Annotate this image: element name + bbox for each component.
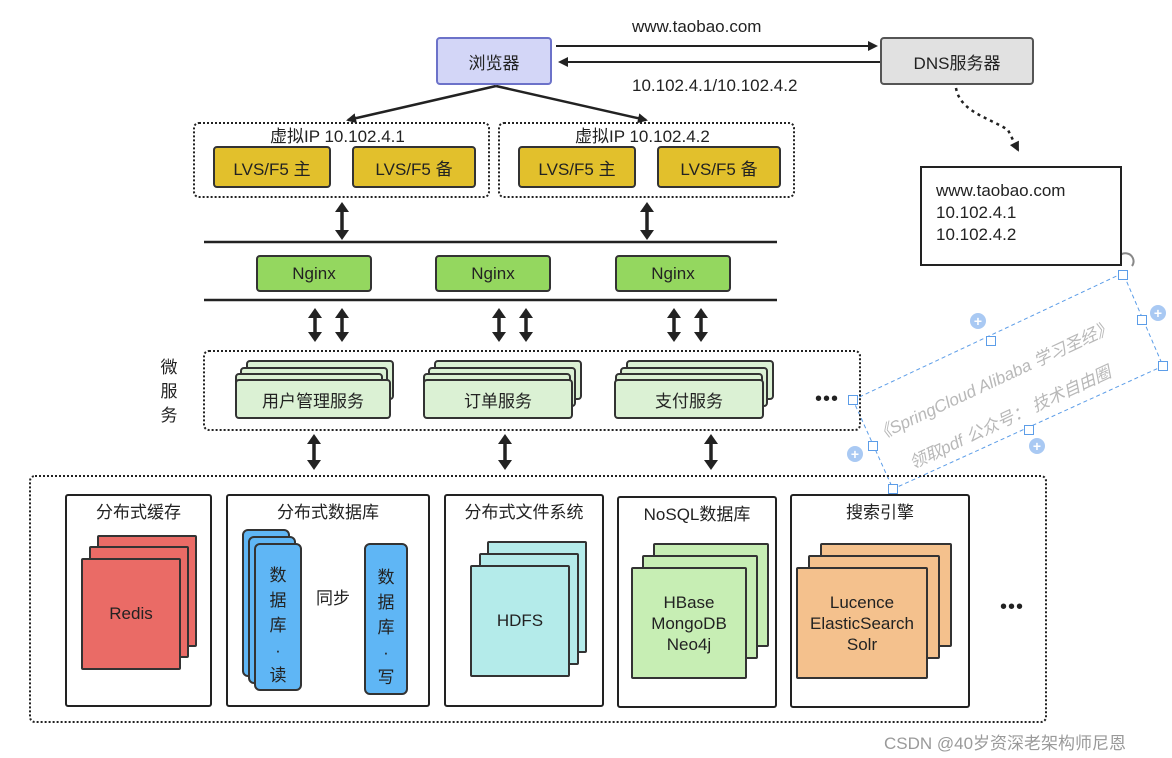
microservice-label-char: 务: [160, 406, 178, 425]
lvs-group-1: [193, 122, 490, 198]
service-user-management: 用户管理服务: [235, 379, 391, 419]
selection-handle[interactable]: [888, 484, 898, 494]
nginx-service-arrows-1: [308, 308, 349, 342]
cache-title: 分布式缓存: [96, 503, 181, 522]
db-read-char: 库: [269, 616, 287, 635]
db-read-node: 数 据 库 · 读: [254, 543, 302, 691]
hdfs-label: HDFS: [496, 611, 544, 630]
hdfs-card: HDFS: [470, 565, 570, 677]
response-ips-label: 10.102.4.1/10.102.4.2: [632, 76, 798, 95]
footer-credit: CSDN @40岁资深老架构师尼恩: [884, 734, 1127, 753]
db-write-char: 写: [377, 668, 395, 687]
selection-handle[interactable]: [868, 441, 878, 451]
request-domain-label: www.taobao.com: [632, 17, 762, 36]
db-write-node: 数 据 库 · 写: [364, 543, 408, 695]
lvs-backup-label: LVS/F5 备: [375, 159, 453, 179]
add-connection-icon[interactable]: +: [970, 313, 986, 329]
add-connection-icon[interactable]: +: [847, 446, 863, 462]
service-label: 用户管理服务: [262, 391, 364, 411]
service-storage-arrow-3: [704, 434, 718, 470]
redis-card: Redis: [81, 558, 181, 670]
microservice-label-char: 微: [160, 358, 178, 377]
lvs-backup-label: LVS/F5 备: [680, 159, 758, 179]
service-label: 支付服务: [655, 391, 723, 411]
nginx-label: Nginx: [292, 263, 336, 283]
browser-label: 浏览器: [468, 53, 520, 73]
search-title: 搜索引擎: [846, 503, 914, 522]
lvs2-bus-double-arrow: [640, 202, 654, 240]
db-read-char: 读: [269, 666, 287, 685]
lvs-master-label: LVS/F5 主: [233, 159, 311, 179]
db-write-char: 库: [377, 618, 395, 637]
service-order: 订单服务: [423, 379, 573, 419]
nginx-service-arrows-3: [667, 308, 708, 342]
service-payment: 支付服务: [614, 379, 764, 419]
sync-label: 同步: [316, 589, 350, 608]
search-line: Lucence: [829, 592, 895, 612]
lvs-group-1-master: LVS/F5 主: [213, 146, 331, 188]
lvs-group-2-backup: LVS/F5 备: [657, 146, 781, 188]
add-connection-icon[interactable]: +: [1029, 438, 1045, 454]
lvs1-bus-double-arrow: [335, 202, 349, 240]
lvs-group-1-backup: LVS/F5 备: [352, 146, 476, 188]
more-storage-ellipsis: •••: [1000, 596, 1025, 618]
add-connection-icon[interactable]: +: [1150, 305, 1166, 321]
dns-record-line: www.taobao.com: [936, 181, 1066, 200]
nginx-node-1: Nginx: [256, 255, 372, 292]
lvs-group-2: [498, 122, 795, 198]
browser-to-lvs1-arrow: [346, 84, 497, 124]
selection-handle[interactable]: [1024, 425, 1034, 435]
search-line: ElasticSearch: [810, 613, 914, 633]
nosql-line: MongoDB: [651, 613, 727, 633]
storage-group: [29, 475, 1047, 723]
selection-handle[interactable]: [1137, 315, 1147, 325]
lvs-group-2-title: 虚拟IP 10.102.4.2: [575, 127, 710, 146]
dns-record-link: [954, 87, 1020, 152]
nginx-node-3: Nginx: [615, 255, 731, 292]
lvs-group-1-title: 虚拟IP 10.102.4.1: [270, 127, 405, 146]
dns-record-line: 10.102.4.2: [936, 225, 1017, 244]
selection-handle[interactable]: [986, 336, 996, 346]
microservice-group: [203, 350, 861, 431]
dns-record-line: 10.102.4.1: [936, 203, 1017, 222]
filesystem-title: 分布式文件系统: [464, 503, 584, 522]
lvs-master-label: LVS/F5 主: [538, 159, 616, 179]
db-read-char: ·: [275, 641, 281, 660]
browser-to-lvs2-arrow: [495, 84, 648, 124]
selection-handle[interactable]: [1118, 270, 1128, 280]
nginx-label: Nginx: [471, 263, 515, 283]
microservice-side-label: 微 服 务: [158, 356, 180, 428]
database-title: 分布式数据库: [277, 503, 379, 522]
nginx-label: Nginx: [651, 263, 695, 283]
lvs-group-2-master: LVS/F5 主: [518, 146, 636, 188]
nginx-service-arrows-2: [492, 308, 533, 342]
service-storage-arrow-2: [498, 434, 512, 470]
search-line: Solr: [846, 634, 878, 654]
nosql-line: Neo4j: [666, 634, 712, 654]
nosql-card: HBase MongoDB Neo4j: [631, 567, 747, 679]
search-card: Lucence ElasticSearch Solr: [796, 567, 928, 679]
nosql-title: NoSQL数据库: [643, 505, 751, 524]
selection-handle[interactable]: [848, 395, 858, 405]
service-label: 订单服务: [464, 391, 532, 411]
redis-label: Redis: [109, 604, 153, 623]
db-read-char: 数: [269, 566, 287, 585]
selection-handle[interactable]: [1158, 361, 1168, 371]
db-write-char: 数: [377, 568, 395, 587]
nosql-line: HBase: [663, 592, 715, 612]
more-services-ellipsis: •••: [815, 388, 840, 410]
browser-node: 浏览器: [436, 37, 552, 85]
db-write-char: ·: [383, 643, 389, 662]
dns-server-node: DNS服务器: [880, 37, 1034, 85]
nginx-node-2: Nginx: [435, 255, 551, 292]
dns-record-note: www.taobao.com 10.102.4.1 10.102.4.2: [920, 166, 1122, 266]
db-write-char: 据: [377, 593, 395, 612]
db-read-char: 据: [269, 591, 287, 610]
service-storage-arrow-1: [307, 434, 321, 470]
microservice-label-char: 服: [160, 382, 178, 401]
dns-server-label: DNS服务器: [913, 53, 1001, 73]
